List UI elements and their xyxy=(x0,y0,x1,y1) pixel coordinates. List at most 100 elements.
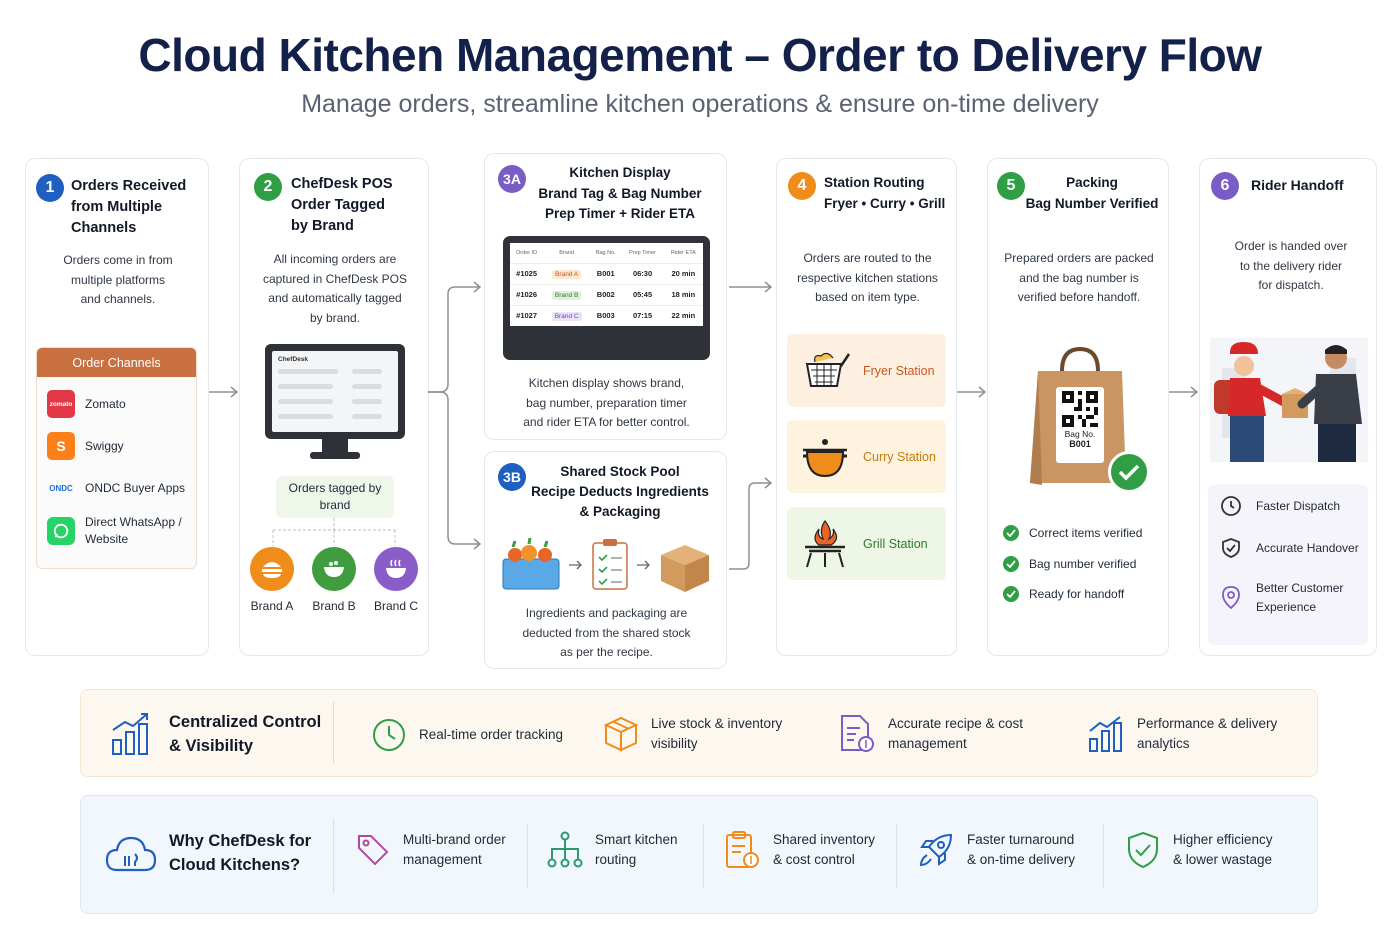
brand-c: Brand C xyxy=(372,547,420,613)
benefit-item: Faster Dispatch xyxy=(1220,495,1340,517)
shield-check-icon xyxy=(1222,538,1240,558)
kds-col-header: Rider ETA xyxy=(670,249,696,256)
screen-line xyxy=(352,414,382,419)
feature-item: Shared inventory& cost control xyxy=(723,830,875,870)
step-badge: 3A xyxy=(498,165,526,193)
stock-flow-illustration xyxy=(502,537,709,592)
step-desc-line: and the bag number is xyxy=(1019,270,1139,285)
step-description: Orders come in from multiple platforms a… xyxy=(26,251,210,310)
screen-line xyxy=(278,399,333,404)
routing-icon xyxy=(547,831,583,868)
step-title-line: Recipe Deducts Ingredients xyxy=(531,484,709,499)
divider xyxy=(703,824,704,888)
step-desc-line: Kitchen display shows brand, xyxy=(528,376,685,390)
flow-arrow xyxy=(729,281,773,293)
check-item: Bag number verified xyxy=(1003,556,1136,572)
document-cost-icon xyxy=(841,715,874,752)
page-subtitle: Manage orders, streamline kitchen operat… xyxy=(301,90,1099,118)
band-title-line: Cloud Kitchens? xyxy=(169,856,301,874)
monitor-neck xyxy=(322,439,348,453)
handoff-benefits-panel: Faster Dispatch Accurate Handover Better… xyxy=(1208,484,1368,645)
step-title: Kitchen Display Brand Tag & Bag Number P… xyxy=(525,163,715,225)
kds-prep: 06:30 xyxy=(621,262,664,284)
kds-order-id: #1026 xyxy=(510,283,544,305)
feature-item: Real-time order tracking xyxy=(371,717,563,753)
zomato-logo-icon: zomato xyxy=(47,390,75,418)
step-description: Kitchen display shows brand, bag number,… xyxy=(485,374,728,433)
kds-header-row: Order ID Brand Bag No. Prep Timer Rider … xyxy=(510,243,703,263)
step-badge: 2 xyxy=(254,173,282,201)
step-title-line: & Packaging xyxy=(579,504,661,519)
step-title-line: Orders Received xyxy=(71,178,187,194)
bag-label: Bag No. xyxy=(1064,429,1096,439)
step-desc-line: Orders are routed to the xyxy=(803,251,932,265)
check-label: Correct items verified xyxy=(1029,526,1143,540)
band-title-line: & Visibility xyxy=(169,737,254,755)
kds-col-header: Bag No. xyxy=(595,249,616,256)
step-desc-line: multiple platforms xyxy=(70,272,166,287)
station-label: Grill Station xyxy=(863,536,928,551)
band-title: Centralized Control & Visibility xyxy=(169,710,321,758)
screen-line xyxy=(278,369,338,374)
feature-label: Shared inventory& cost control xyxy=(773,832,876,867)
feature-label: Real-time order tracking xyxy=(419,727,564,742)
step-desc-line: by brand. xyxy=(309,310,361,325)
grill-station: Grill Station xyxy=(787,507,946,580)
step-desc-line: to the delivery rider xyxy=(1239,258,1343,273)
step-title-line: Brand Tag & Bag Number xyxy=(538,185,702,201)
clock-icon xyxy=(373,719,405,751)
curry-station: Curry Station xyxy=(787,420,946,493)
swiggy-logo-icon: S xyxy=(47,432,75,460)
feature-item: Faster turnaround& on-time delivery xyxy=(917,830,1075,870)
split-flow-arrow xyxy=(428,281,482,550)
flow-arrow xyxy=(209,386,239,398)
pos-monitor: ChefDesk xyxy=(265,344,405,439)
step-title-line: by Brand xyxy=(291,218,354,234)
chefdesk-app-name: ChefDesk xyxy=(278,356,308,363)
kds-row: #1026 Brand B B002 05:45 18 min xyxy=(510,283,703,305)
step-desc-line: for dispatch. xyxy=(1258,278,1324,292)
step-title-line: Rider Handoff xyxy=(1251,177,1344,193)
monitor-base xyxy=(310,452,360,459)
check-label: Ready for handoff xyxy=(1029,587,1125,601)
step-desc-line: Ingredients and packaging are xyxy=(525,606,688,620)
feature-label: Higher efficiency& lower wastage xyxy=(1173,832,1273,867)
benefit-item: Accurate Handover xyxy=(1220,537,1359,559)
qr-code-icon xyxy=(1062,391,1098,427)
step-description: Prepared orders are packed and the bag n… xyxy=(988,249,1170,308)
box-icon xyxy=(661,545,709,592)
why-chefdesk-band: Why ChefDesk for Cloud Kitchens? Multi-b… xyxy=(80,795,1318,914)
kds-bag: B001 xyxy=(590,262,622,284)
step-title-line: Station Routing xyxy=(824,175,925,190)
kds-order-id: #1027 xyxy=(510,304,544,326)
step-title-line: from Multiple xyxy=(71,199,163,215)
kds-col-header: Brand xyxy=(559,249,574,256)
channel-item-whatsapp: Direct WhatsApp / Website xyxy=(47,514,195,548)
step-title-line: ChefDesk POS xyxy=(291,176,393,192)
brand-connector-lines xyxy=(272,518,396,546)
step-title: Rider Handoff xyxy=(1251,175,1344,196)
verified-check-icon xyxy=(1108,451,1150,493)
kds-order-id: #1025 xyxy=(510,262,544,284)
step-badge: 4 xyxy=(788,172,816,200)
channel-label: Direct WhatsApp / Website xyxy=(85,515,182,546)
screen-line xyxy=(278,384,333,389)
step-description: Ingredients and packaging are deducted f… xyxy=(485,604,728,663)
kds-brand: Brand B xyxy=(543,283,591,305)
step-description: Order is handed over to the delivery rid… xyxy=(1200,237,1382,296)
kds-table: Order ID Brand Bag No. Prep Timer Rider … xyxy=(510,243,703,326)
screen-line xyxy=(352,399,382,404)
step-desc-line: bag number, preparation timer xyxy=(526,395,687,410)
screen-line xyxy=(278,414,333,419)
order-channels-header: Order Channels xyxy=(37,348,196,377)
step-desc-line: Prepared orders are packed xyxy=(1004,251,1154,265)
kds-prep: 05:45 xyxy=(621,283,664,305)
clock-icon xyxy=(1221,496,1241,516)
kds-col-header: Order ID xyxy=(516,249,538,256)
step-desc-line: as per the recipe. xyxy=(560,645,653,659)
step-badge: 3B xyxy=(498,463,526,491)
brand-label: Brand A xyxy=(250,599,294,613)
screen-line xyxy=(352,384,382,389)
